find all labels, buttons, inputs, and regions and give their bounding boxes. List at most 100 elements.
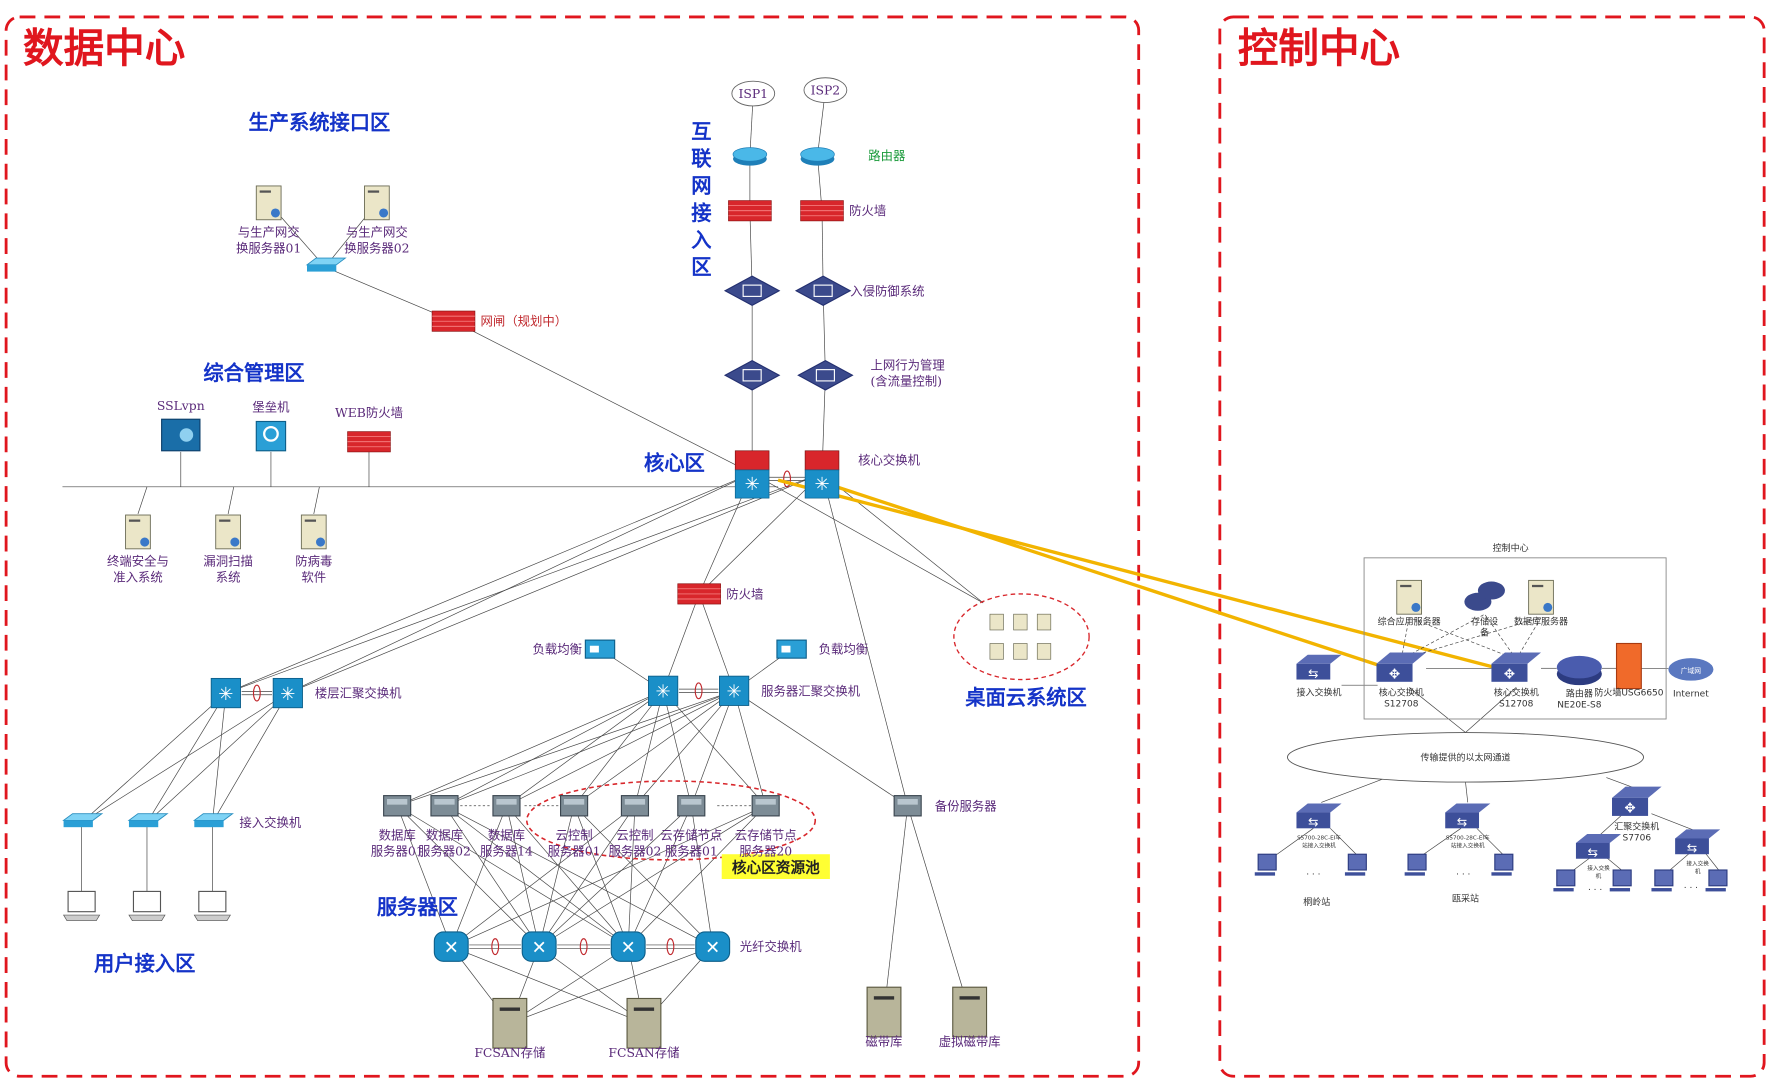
cc-app-srv-label: 综合应用服务器 bbox=[1378, 615, 1441, 627]
cc-app-srv-device bbox=[1396, 579, 1423, 615]
cc-workstation bbox=[1404, 853, 1427, 876]
gatekeeper-label: 网闸（规划中） bbox=[481, 314, 568, 329]
keyboard-icon bbox=[1705, 888, 1726, 892]
thin-client-icon bbox=[1036, 643, 1052, 660]
cloud-icon bbox=[731, 80, 776, 107]
link bbox=[397, 690, 664, 807]
db2-label: 数据库 bbox=[426, 828, 463, 843]
load-balancer-icon bbox=[776, 639, 807, 659]
rack-server-icon bbox=[560, 795, 589, 817]
svg-text:✕: ✕ bbox=[532, 937, 547, 958]
bastion-device bbox=[255, 420, 287, 452]
bm2-label: (含流量控制) bbox=[870, 373, 942, 388]
thin-client-icon bbox=[989, 643, 1004, 660]
monitor-icon bbox=[1612, 869, 1632, 887]
cc-acc-r-label: 接入交换 bbox=[1686, 859, 1709, 867]
cc1-device bbox=[560, 795, 589, 817]
link bbox=[751, 473, 984, 604]
core2-device: ✳ bbox=[804, 450, 840, 499]
acc1-device bbox=[62, 813, 104, 828]
link-aggregation-marker bbox=[783, 470, 792, 488]
link bbox=[212, 692, 289, 823]
cc-core-l-device: ✥ bbox=[1376, 652, 1427, 682]
san1-device bbox=[492, 997, 528, 1049]
cloud-icon bbox=[803, 77, 848, 104]
link bbox=[506, 805, 540, 947]
cc-workstation bbox=[1553, 869, 1576, 892]
link bbox=[698, 473, 823, 595]
navy-switch-icon bbox=[1296, 654, 1342, 664]
link bbox=[733, 690, 908, 807]
link bbox=[538, 805, 636, 947]
cc-core-r-device: ✥ bbox=[1491, 652, 1542, 682]
link bbox=[1484, 613, 1517, 660]
agg-switch-icon bbox=[719, 675, 750, 706]
svg-text:✕: ✕ bbox=[705, 937, 720, 958]
cc-access-label: 接入交换机 bbox=[1296, 686, 1341, 698]
link bbox=[212, 693, 227, 823]
desktop-cloud-boundary bbox=[953, 593, 1090, 681]
cc-workstation bbox=[1254, 853, 1277, 876]
control-center-title: 控制中心 bbox=[1238, 24, 1400, 72]
link bbox=[538, 805, 692, 947]
tape-device bbox=[866, 986, 902, 1038]
link bbox=[509, 946, 713, 1024]
ellipsis: · · · bbox=[1306, 870, 1320, 880]
svg-text:✳: ✳ bbox=[727, 682, 742, 703]
link bbox=[444, 805, 540, 947]
zone-internet-char: 入 bbox=[691, 228, 712, 252]
station-a-label: 桐岭站 bbox=[1303, 896, 1330, 908]
cc-core-r-label: 核心交换机 bbox=[1494, 686, 1539, 698]
load-balancer-icon bbox=[584, 639, 616, 659]
navy-core-icon bbox=[1376, 652, 1427, 664]
fc1-device: ✕ bbox=[433, 931, 469, 962]
navy-switch-icon bbox=[1575, 833, 1622, 843]
ethernet-channel bbox=[1286, 732, 1645, 783]
link bbox=[444, 690, 664, 807]
cc1-label: 服务器01 bbox=[548, 843, 601, 858]
db2-device bbox=[430, 795, 459, 817]
zone-core: 核心区 bbox=[644, 451, 705, 475]
uplink-line bbox=[836, 485, 1379, 667]
cc-sw-b-device: ⇆ bbox=[1445, 803, 1491, 829]
cs20-device bbox=[751, 795, 780, 817]
link bbox=[225, 473, 823, 694]
link bbox=[627, 805, 636, 947]
rack-server-icon bbox=[677, 795, 706, 817]
link-aggregation-marker bbox=[252, 684, 261, 702]
svg-text:✳: ✳ bbox=[814, 474, 829, 495]
cc-sw-a-device: ⇆ bbox=[1296, 803, 1342, 829]
link bbox=[397, 690, 735, 807]
zone-internet-char: 联 bbox=[691, 147, 712, 171]
cc-storage-label: 存储设 bbox=[1471, 615, 1498, 627]
cc-workstation bbox=[1651, 869, 1674, 892]
link bbox=[137, 486, 148, 514]
cc2-label: 服务器02 bbox=[609, 843, 662, 858]
tape-label: 磁带库 bbox=[865, 1034, 902, 1049]
core1-device: ✳ bbox=[734, 450, 770, 499]
cc-wan-device bbox=[1668, 658, 1714, 681]
lb1-device bbox=[584, 639, 616, 659]
navy-switch-icon bbox=[1445, 803, 1491, 813]
svg-text:✳: ✳ bbox=[218, 684, 233, 705]
nac-label: 终端安全与 bbox=[107, 554, 169, 569]
sslvpn-label: SSLvpn bbox=[157, 398, 205, 413]
svg-text:✳: ✳ bbox=[656, 682, 671, 703]
cc1-label: 云控制 bbox=[556, 828, 593, 843]
link bbox=[662, 593, 700, 691]
link bbox=[506, 805, 629, 947]
cs20-label: 云存储节点 bbox=[735, 828, 797, 843]
link bbox=[573, 690, 735, 807]
nac-device bbox=[125, 514, 151, 550]
link bbox=[453, 320, 753, 474]
link bbox=[313, 486, 320, 514]
access-switch-icon bbox=[305, 257, 347, 266]
sagg1-device: ✳ bbox=[648, 675, 679, 706]
monitor-icon bbox=[1257, 853, 1277, 871]
cc-acc-l-label: 机 bbox=[1596, 872, 1602, 880]
cc-acc-l-device: ⇆ bbox=[1575, 833, 1622, 859]
vuln-device bbox=[215, 514, 241, 550]
